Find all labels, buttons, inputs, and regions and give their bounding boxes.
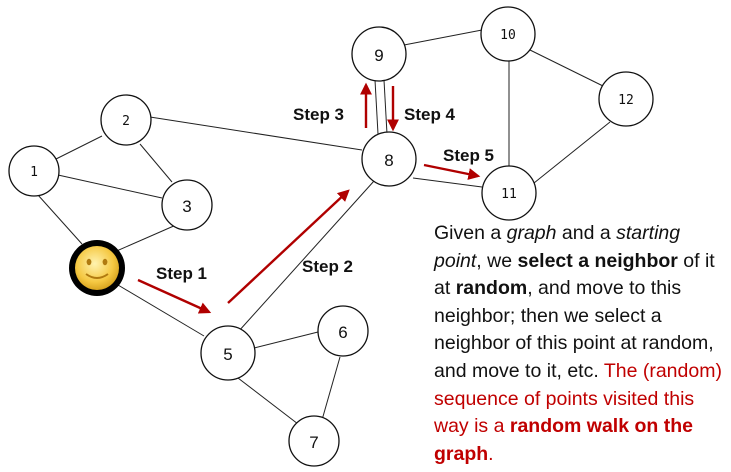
edge-10-12: [529, 49, 604, 87]
step-4-label: Step 4: [404, 105, 456, 124]
node-11-label: 11: [501, 187, 517, 202]
node-9: 9: [351, 26, 407, 82]
node-2: 2: [100, 94, 152, 146]
caption-random: random: [455, 277, 528, 300]
node-7: 7: [288, 415, 340, 467]
node-12: 12: [598, 71, 654, 127]
node-7-label: 7: [309, 433, 318, 452]
node-1-label: 1: [30, 165, 38, 180]
caption-text-2: and a: [556, 222, 617, 244]
node-3: 3: [161, 179, 213, 231]
step-5-arrow: [423, 163, 481, 180]
edge-8-11: [412, 177, 483, 188]
caption-text-3: , we: [476, 249, 518, 272]
node-8-label: 8: [384, 151, 393, 170]
caption-graph: graph: [506, 222, 557, 244]
caption-period: .: [488, 442, 494, 465]
node-3-label: 3: [182, 197, 191, 216]
explanation-caption: Given a graph and a starting point, we s…: [434, 220, 730, 468]
node-8: 8: [361, 131, 417, 187]
node-5: 5: [200, 325, 256, 381]
caption-text-5: , and move to this neighbor; then we sel…: [434, 277, 714, 382]
node-10-label: 10: [500, 28, 516, 43]
caption-select-neighbor: select a neighbor: [517, 249, 678, 272]
node-1: 1: [8, 145, 60, 197]
edge-5-7: [237, 377, 299, 425]
edge-9-10: [403, 29, 483, 46]
edge-12-11: [533, 121, 611, 184]
edge-6-7: [321, 356, 341, 421]
edge-1-3: [57, 174, 163, 199]
step-2-label: Step 2: [302, 257, 353, 276]
edge-1-4: [37, 194, 83, 245]
smiley-start-icon: [69, 240, 125, 296]
caption-red-text: The (random) sequence of points visited …: [434, 359, 722, 438]
caption-random-walk: random walk on the graph: [434, 415, 693, 465]
step-3-label: Step 3: [293, 105, 344, 124]
node-2-label: 2: [122, 114, 130, 129]
edge-4-5: [117, 284, 205, 337]
node-6-label: 6: [338, 323, 347, 342]
edge-8-9-left: [374, 79, 379, 135]
step-2-arrow: [227, 189, 350, 304]
step-1-label: Step 1: [156, 264, 207, 283]
edge-5-8: [237, 180, 375, 333]
node-10: 10: [480, 6, 536, 62]
step-1-arrow: [137, 278, 212, 314]
edge-8-9-right: [383, 79, 388, 135]
graph-edges: [37, 29, 611, 425]
node-5-label: 5: [223, 345, 232, 364]
edge-2-3: [139, 143, 173, 183]
edge-5-6: [253, 331, 319, 349]
step-labels: Step 1 Step 2 Step 3 Step 4 Step 5: [156, 105, 494, 283]
graph-nodes: 1 2 3 5 6 7 8 9: [8, 6, 654, 467]
edge-1-2: [55, 135, 103, 160]
node-12-label: 12: [618, 93, 634, 108]
step-arrows: [137, 82, 481, 314]
step-5-label: Step 5: [443, 146, 494, 165]
node-9-label: 9: [374, 46, 383, 65]
caption-text-1: Given a: [434, 222, 507, 244]
edge-3-4: [111, 224, 177, 254]
caption-starting-point: starting point: [434, 222, 681, 272]
node-11: 11: [481, 165, 537, 221]
node-6: 6: [317, 305, 369, 357]
edge-2-8: [149, 116, 363, 151]
caption-text-4: of it at: [434, 249, 715, 300]
